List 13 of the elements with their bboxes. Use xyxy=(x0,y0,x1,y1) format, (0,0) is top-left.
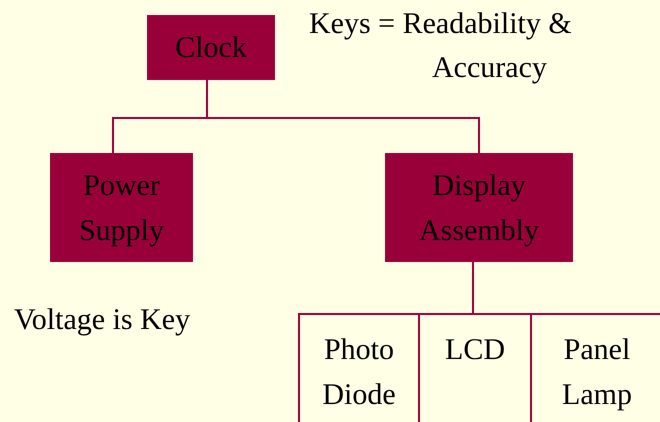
part-cell xyxy=(530,313,660,422)
note-text: Voltage is Key xyxy=(14,302,192,338)
node-label: Photo Diode xyxy=(321,332,397,413)
component-box xyxy=(385,153,573,262)
node-label: Panel Lamp xyxy=(561,332,633,413)
node-label: Power Supply xyxy=(78,168,166,248)
note-text: Keys = Readability & Accuracy xyxy=(309,6,573,86)
node-label: Display Assembly xyxy=(418,168,540,248)
connector-line xyxy=(206,80,480,153)
component-box xyxy=(50,153,193,262)
node-label: LCD xyxy=(445,332,505,368)
node-label: Clock xyxy=(175,30,247,66)
component-box xyxy=(147,15,275,80)
